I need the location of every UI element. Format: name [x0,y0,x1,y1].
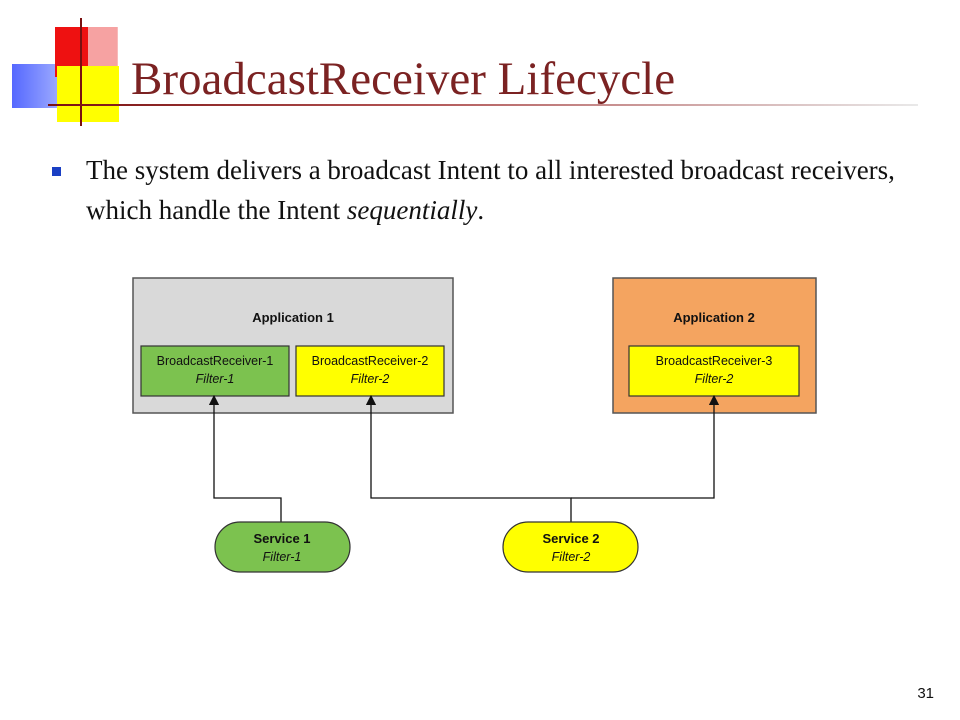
broadcast-receiver-2-name: BroadcastReceiver-2 [312,354,429,368]
page-number: 31 [917,685,934,702]
broadcast-receiver-3-box [628,345,800,397]
service-2-name: Service 2 [542,531,599,546]
decorative-yellow-square [57,66,119,122]
broadcast-receiver-3-name: BroadcastReceiver-3 [656,354,773,368]
bullet-text-emphasis: sequentially [346,195,478,225]
title-underline [48,104,918,106]
broadcast-receiver-2-box [295,345,445,397]
bullet-marker [52,167,61,176]
application-2-label: Application 2 [673,310,755,325]
broadcast-receiver-1-name: BroadcastReceiver-1 [157,354,274,368]
service-2-pill [502,521,639,573]
bullet-text-main: The system delivers a broadcast Intent t… [86,155,895,225]
service-1-filter: Filter-1 [263,550,302,564]
service-1-name: Service 1 [253,531,310,546]
service-2-filter: Filter-2 [552,550,591,564]
bullet-text-end: . [477,195,485,225]
broadcast-receiver-3-filter: Filter-2 [695,372,734,386]
broadcast-diagram: Application 1 BroadcastReceiver-1 Filter… [132,277,817,573]
application-1-label: Application 1 [252,310,334,325]
service-1-pill [214,521,351,573]
bullet-text: The system delivers a broadcast Intent t… [86,150,916,230]
broadcast-receiver-1-filter: Filter-1 [196,372,235,386]
decorative-vertical-line [80,18,82,126]
connector-service1-to-receiver1 [208,394,282,522]
broadcast-receiver-1-box [140,345,290,397]
slide-title: BroadcastReceiver Lifecycle [131,53,676,105]
connector-service2-to-receiver2 [365,394,572,522]
connector-service2-to-receiver3 [571,394,720,499]
broadcast-receiver-2-filter: Filter-2 [351,372,390,386]
